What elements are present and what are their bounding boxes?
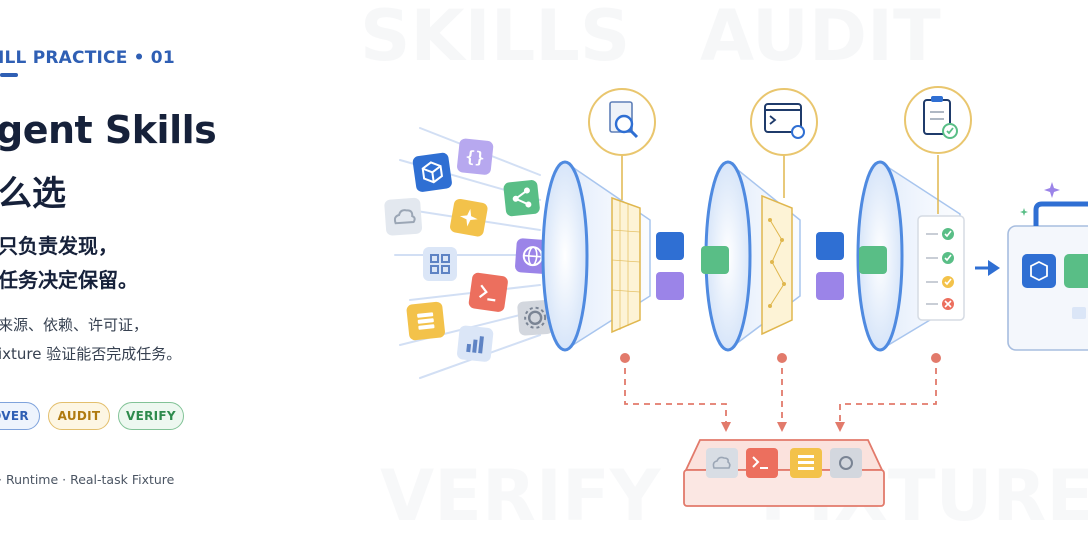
audit-pill: AUDIT (48, 402, 110, 430)
eyebrow-underline (0, 73, 18, 77)
clipboard-checklist-icon (904, 86, 972, 214)
chart-icon (457, 325, 494, 362)
check-pass-icon (942, 252, 954, 264)
footer-tags: · Runtime · Real-task Fixture (0, 472, 175, 487)
passing-tiles (656, 232, 887, 300)
subtitle-line2: 任务决定保留。 (0, 268, 138, 292)
check-fail-icon (942, 298, 954, 310)
audit-funnel (704, 160, 801, 352)
svg-text:{}: {} (465, 147, 486, 168)
discover-pill: OVER (0, 402, 40, 430)
subtitle-line1: 只负责发现， (0, 234, 118, 258)
check-warn-icon (942, 276, 954, 288)
terminal-settings-icon (750, 88, 818, 198)
toolbox-output (1007, 201, 1088, 351)
page-title-line2: 么选 (0, 174, 66, 214)
terminal-icon (468, 272, 508, 312)
verify-pill: VERIFY (118, 402, 184, 430)
rejected-gear-tile (830, 448, 862, 478)
share-icon (503, 180, 540, 217)
rejected-stack-tile (790, 448, 822, 478)
search-document-icon (588, 88, 656, 200)
rejected-cloud-tile (706, 448, 738, 478)
sparkle-icon (450, 198, 488, 237)
reject-tray (683, 439, 885, 507)
description-line1: 来源、依赖、许可证， (0, 316, 149, 334)
grid-icon (423, 247, 457, 281)
cloud-icon (384, 197, 423, 236)
cube-icon (412, 152, 452, 192)
description-line2: ixture 验证能否完成任务。 (0, 345, 182, 363)
sparkle-decor (1020, 182, 1060, 216)
stack-icon (406, 301, 445, 341)
code-braces-icon: {} (457, 138, 494, 175)
gear-icon (517, 300, 553, 336)
rejected-terminal-tile (746, 448, 778, 478)
eyebrow-label: ILL PRACTICE • 01 (0, 48, 175, 68)
rejection-paths (624, 368, 937, 424)
check-pass-icon (942, 228, 954, 240)
page-title-line1: gent Skills (0, 108, 217, 152)
input-skill-tiles: {} (384, 138, 553, 362)
discover-funnel (541, 160, 651, 352)
output-arrow (975, 260, 1000, 276)
